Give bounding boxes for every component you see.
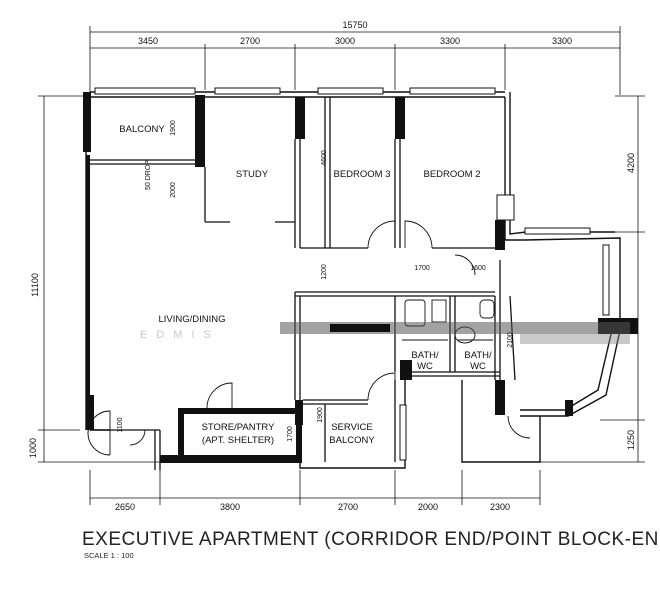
bath-width-b-dim: 1600 (470, 265, 486, 272)
bottom-dim-1: 2650 (115, 502, 135, 512)
service-depth-dim: 1900 (317, 407, 324, 423)
balcony-drop-dim: 50 DROP (145, 160, 152, 190)
bath-width-a-dim: 1700 (414, 265, 430, 272)
right-dim-1: 4200 (626, 153, 636, 173)
room-bedroom3: BEDROOM 3 (333, 169, 390, 180)
right-dim-2: 1250 (626, 430, 636, 450)
watermark: EDMIS (140, 329, 220, 341)
exterior-walls (85, 91, 621, 469)
top-dim-4: 3300 (440, 36, 460, 46)
bottom-dim-3: 2700 (338, 502, 358, 512)
room-study: STUDY (236, 169, 269, 180)
room-service: SERVICE (331, 422, 373, 433)
room-apt-shelter: (APT. SHELTER) (202, 435, 274, 446)
bottom-dim-4: 2000 (418, 502, 438, 512)
corridor-width-dim: 1200 (321, 264, 328, 280)
right-dimension-lines (540, 95, 645, 463)
structural-columns (83, 92, 638, 463)
scan-artefact (280, 322, 630, 344)
windows (94, 87, 610, 461)
bath-dim-c: 2100 (507, 332, 514, 348)
room-bath1: BATH/ (411, 350, 439, 361)
overall-width-label: 15750 (342, 20, 367, 30)
bottom-dim-5: 2300 (490, 502, 510, 512)
room-bath2-wc: WC (470, 361, 486, 372)
bottom-dim-2: 3800 (220, 502, 240, 512)
left-dim-1: 1000 (28, 438, 38, 458)
study-dim: 2000 (170, 182, 177, 198)
bedroom3-depth-dim: 4600 (321, 150, 328, 166)
top-dimension-lines (89, 26, 621, 95)
plan-title: EXECUTIVE APARTMENT (CORRIDOR END/POINT … (82, 529, 660, 550)
room-store-pantry: STORE/PANTRY (202, 422, 276, 433)
bottom-dimension-lines (89, 470, 541, 505)
room-bedroom2: BEDROOM 2 (423, 169, 480, 180)
room-living-dining: LIVING/DINING (158, 314, 225, 325)
store-depth-dim: 1700 (287, 426, 294, 442)
bath-fixtures (402, 299, 495, 344)
door-swings (87, 220, 531, 456)
room-balcony: BALCONY (119, 124, 165, 135)
interior-walls (90, 97, 516, 470)
overall-depth-label: 11100 (30, 273, 40, 297)
balcony-depth-dim: 1900 (170, 120, 177, 136)
room-bath2: BATH/ (464, 350, 492, 361)
top-dim-1: 3450 (138, 36, 158, 46)
left-dimension-lines (38, 95, 160, 463)
top-dim-3: 3000 (335, 36, 355, 46)
small-dim: 1100 (117, 417, 124, 432)
room-service-balcony: BALCONY (329, 435, 375, 446)
top-dim-2: 2700 (240, 36, 260, 46)
room-bath1-wc: WC (417, 361, 433, 372)
plan-scale: SCALE 1 : 100 (84, 551, 134, 560)
top-dim-5: 3300 (552, 36, 572, 46)
